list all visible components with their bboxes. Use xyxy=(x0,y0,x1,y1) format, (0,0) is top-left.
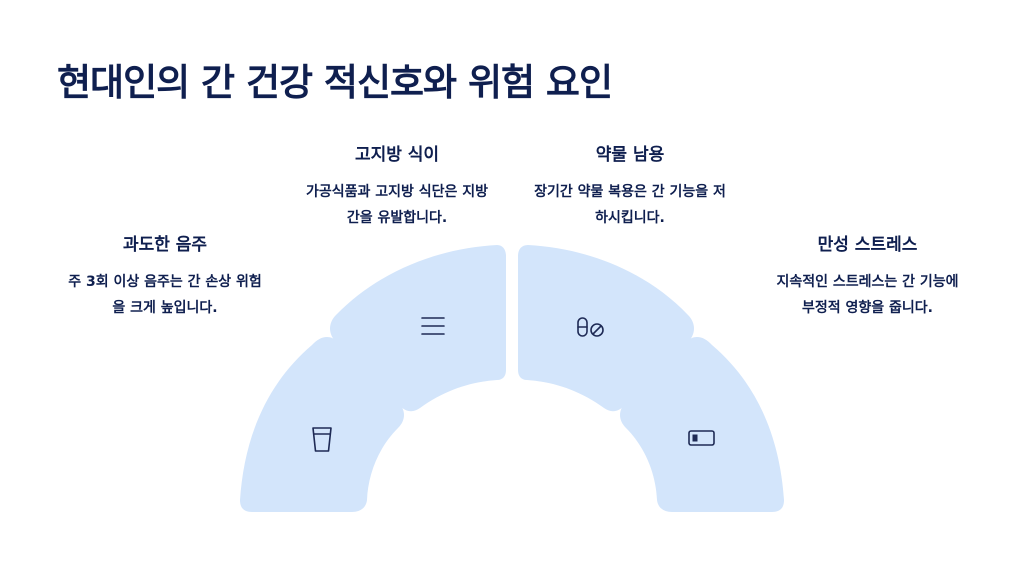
arc-segment-drinking xyxy=(240,336,404,512)
glass-icon xyxy=(312,427,332,452)
factor-title: 과도한 음주 xyxy=(122,235,208,255)
page-title: 현대인의 간 건강 적신호와 위험 요인 xyxy=(57,61,613,104)
menu-lines-icon xyxy=(421,317,445,335)
battery-low-icon xyxy=(688,430,715,446)
factor-title: 만성 스트레스 xyxy=(817,235,918,255)
arc-segment-stress xyxy=(620,336,784,512)
arc-segment-drugs xyxy=(518,245,694,412)
factor-title: 고지방 식이 xyxy=(354,145,440,165)
pills-icon xyxy=(577,317,604,337)
factor-title: 약물 남용 xyxy=(595,145,665,165)
arc-segment-diet xyxy=(330,245,506,412)
